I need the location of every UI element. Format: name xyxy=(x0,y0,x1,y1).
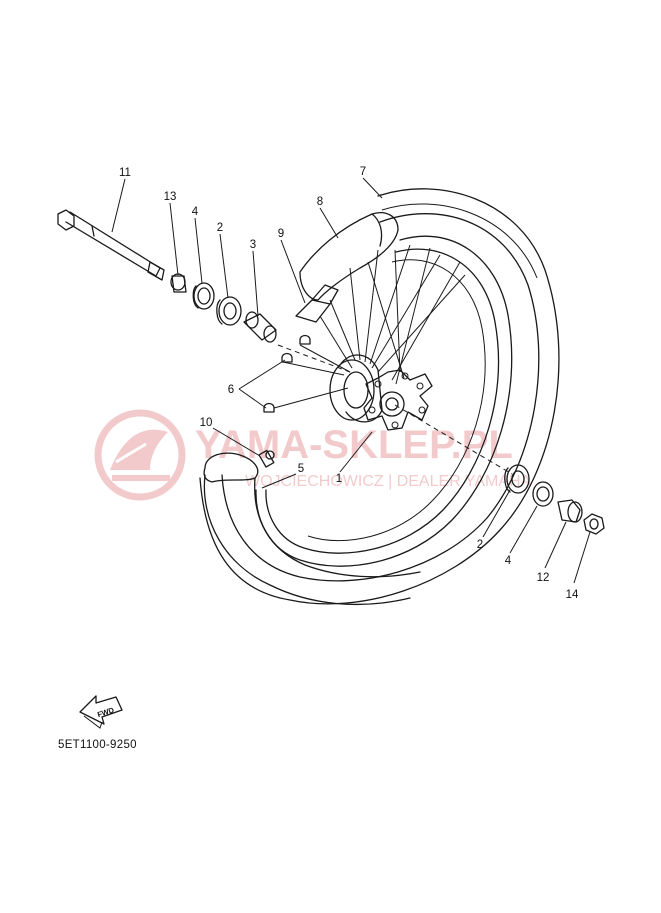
axle xyxy=(57,209,165,281)
collar-right xyxy=(557,499,583,523)
callout-1: 1 xyxy=(336,473,342,485)
watermark-logo-icon xyxy=(94,409,186,501)
callout-9: 9 xyxy=(278,228,284,240)
diagram-code: 5ET1100-9250 xyxy=(58,739,137,751)
watermark: YAMA-SKLEP.PL WOJCIECHOWICZ | DEALER YAM… xyxy=(94,409,532,501)
callout-10: 10 xyxy=(200,417,213,429)
fwd-label: FWD xyxy=(96,705,116,719)
rim-band xyxy=(299,212,399,301)
bolt-upper xyxy=(299,334,311,345)
spokes xyxy=(299,244,466,385)
bearing-left xyxy=(216,296,242,326)
assembly-axis xyxy=(277,344,513,475)
oil-seal-left xyxy=(192,282,215,310)
bolts xyxy=(263,334,311,413)
callout-3: 3 xyxy=(250,239,256,251)
valve xyxy=(258,449,275,468)
callouts: 11 13 4 2 3 9 8 7 6 10 5 1 2 4 12 14 xyxy=(119,166,579,601)
hub xyxy=(329,354,433,431)
callout-8: 8 xyxy=(317,196,323,208)
callout-2-right: 2 xyxy=(477,539,483,551)
leader-lines xyxy=(111,177,591,584)
tire xyxy=(199,188,560,605)
callout-5: 5 xyxy=(298,463,304,475)
callout-13: 13 xyxy=(164,191,177,203)
inner-tube xyxy=(203,452,421,606)
rim-lock xyxy=(295,284,339,323)
callout-11: 11 xyxy=(119,167,131,179)
axle-nut xyxy=(583,513,605,535)
callout-12: 12 xyxy=(537,572,550,584)
spacer xyxy=(243,311,277,343)
forward-arrow-icon: FWD xyxy=(79,695,123,729)
oil-seal-right xyxy=(532,481,554,507)
watermark-subline: WOJCIECHOWICZ | DEALER YAMAHA xyxy=(245,473,532,490)
rim xyxy=(255,235,513,567)
collar-left xyxy=(170,273,187,293)
callout-6: 6 xyxy=(228,384,234,396)
watermark-brand: YAMA-SKLEP.PL xyxy=(195,423,513,467)
callout-4-left: 4 xyxy=(192,206,199,218)
callout-14: 14 xyxy=(566,589,579,601)
callout-4-right: 4 xyxy=(505,555,512,567)
bearing-right xyxy=(504,464,530,494)
callout-7: 7 xyxy=(360,166,366,178)
callout-2-left: 2 xyxy=(217,222,223,234)
bolt-lower xyxy=(263,402,275,413)
bolt-middle xyxy=(281,352,293,363)
